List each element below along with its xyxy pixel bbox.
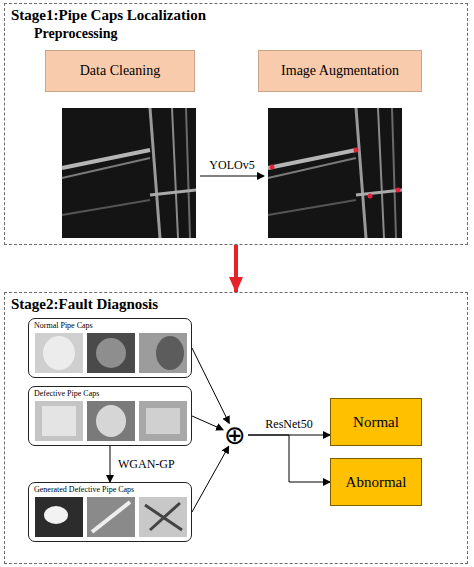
connector: [192, 348, 229, 423]
detection-mark: [368, 194, 373, 199]
node-text: Image Augmentation: [281, 63, 399, 79]
connector: [110, 446, 111, 482]
edge-label: WGAN-GP: [116, 457, 177, 472]
pipe: [62, 150, 150, 168]
pipe: [62, 200, 150, 215]
cap: [44, 506, 68, 524]
pipe: [150, 190, 196, 195]
result-box: Normal: [330, 398, 422, 446]
node-text: Normal Pipe Caps: [34, 321, 93, 330]
detection-mark: [396, 188, 401, 193]
cap: [156, 336, 184, 370]
pipe: [378, 108, 384, 238]
stage-panel: Stage2:Fault DiagnosisNormal Pipe CapsDe…: [4, 292, 468, 564]
pipe: [356, 190, 402, 195]
pipe: [268, 150, 356, 168]
generated-thumbnails: [35, 497, 187, 537]
image-group-box: Normal Pipe Caps: [28, 318, 192, 378]
detection-mark: [354, 148, 359, 153]
pipe: [186, 108, 190, 238]
thumbnail: [139, 497, 187, 537]
cap: [43, 336, 75, 370]
process-box: Data Cleaning: [45, 50, 195, 92]
image-group-box: Generated Defective Pipe Caps: [28, 482, 192, 542]
normal-thumbnails: [35, 333, 187, 373]
cap: [96, 405, 126, 437]
node-text: Defective Pipe Caps: [34, 389, 99, 398]
cap: [96, 338, 126, 368]
edge-label: ResNet50: [263, 417, 314, 432]
image-group-box: Defective Pipe Caps: [28, 386, 192, 446]
connector: [192, 416, 223, 430]
thumbnail: [87, 497, 135, 537]
stage-arrow: [234, 245, 238, 292]
node-text: Data Cleaning: [80, 63, 160, 79]
raw-image: [62, 108, 196, 238]
detected-image: [268, 108, 402, 238]
thumbnail: [35, 401, 83, 441]
pipe: [150, 108, 160, 238]
sum-symbol: ⊕: [222, 422, 248, 448]
cap: [42, 406, 76, 436]
stage-title: Stage2:Fault Diagnosis: [11, 296, 158, 313]
result-box: Abnormal: [330, 458, 422, 506]
cap: [92, 502, 130, 532]
image-ground: [268, 108, 402, 238]
pipe: [62, 158, 150, 178]
pipe: [268, 200, 356, 215]
process-box: Image Augmentation: [258, 50, 422, 92]
defective-thumbnails: [35, 401, 187, 441]
pipe: [172, 108, 178, 238]
node-text: Generated Defective Pipe Caps: [34, 485, 134, 494]
pipe: [356, 108, 366, 238]
thumbnail: [87, 333, 135, 373]
pipe: [268, 158, 356, 178]
node-text: Normal: [353, 414, 399, 431]
section-label: Preprocessing: [34, 26, 117, 42]
cap: [146, 408, 180, 434]
connector: [192, 446, 229, 512]
cap: [145, 503, 182, 530]
node-text: Abnormal: [346, 474, 407, 491]
thumbnail: [87, 401, 135, 441]
process-label: YOLOv5: [209, 158, 254, 173]
thumbnail: [35, 497, 83, 537]
detection-mark: [270, 165, 275, 170]
thumbnail: [139, 333, 187, 373]
process-arrow: [200, 176, 264, 177]
stage-title: Stage1:Pipe Caps Localization: [11, 7, 206, 24]
pipe: [392, 108, 396, 238]
connector: [248, 435, 330, 482]
thumbnail: [139, 401, 187, 441]
image-ground: [62, 108, 196, 238]
node-text: ⊕: [224, 422, 246, 448]
thumbnail: [35, 333, 83, 373]
